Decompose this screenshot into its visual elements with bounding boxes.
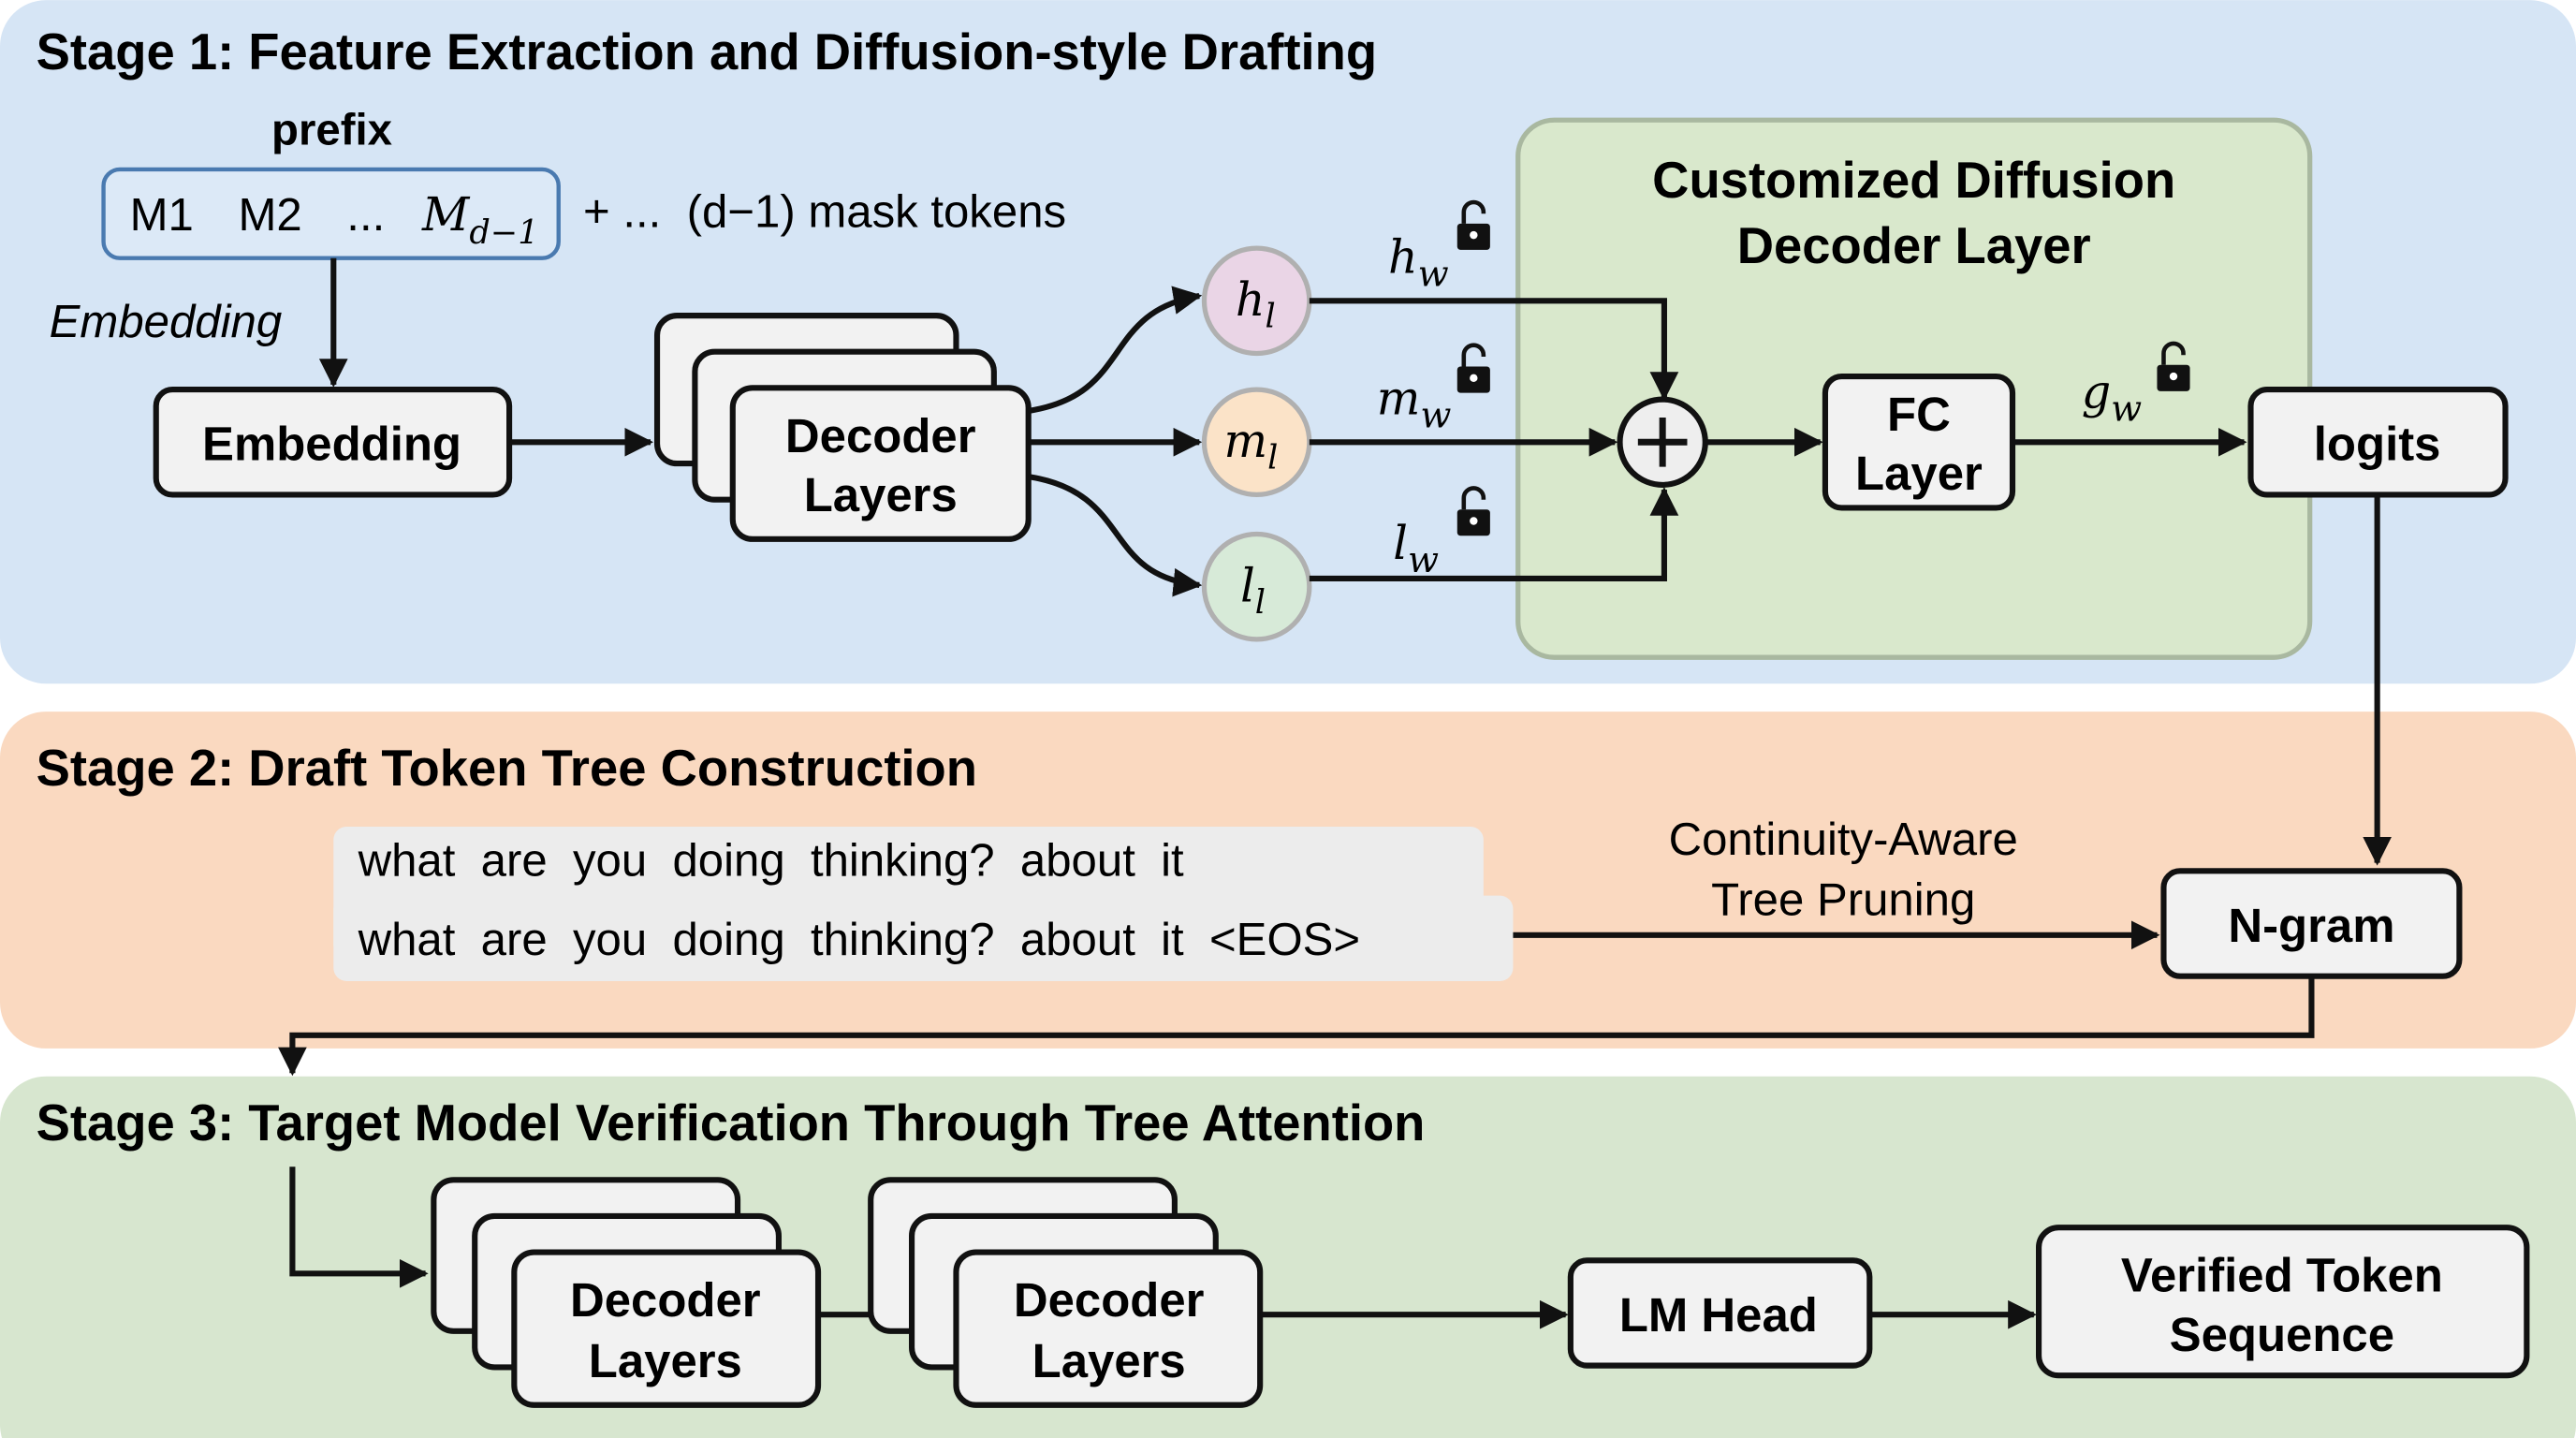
- stage3-decoder-stack-1: Decoder Layers: [431, 1177, 822, 1408]
- svg-text:Decoder: Decoder: [1014, 1273, 1205, 1327]
- svg-text:Decoder: Decoder: [570, 1273, 761, 1327]
- pruning-label-1: Continuity-Aware: [1669, 814, 2018, 865]
- candidate-front-text: what are you doing thinking? about it <E…: [358, 915, 1361, 965]
- fc-label-1: FC: [1887, 388, 1951, 441]
- embedding-box-label: Embedding: [202, 418, 461, 471]
- svg-text:ll: ll: [1240, 559, 1266, 622]
- stage3-title: Stage 3: Target Model Verification Throu…: [37, 1094, 1426, 1152]
- candidate-front-box: [333, 895, 1514, 981]
- svg-text:ml: ml: [1224, 414, 1279, 477]
- candidate-back-text: what are you doing thinking? about it: [358, 836, 1184, 887]
- stage1-decoder-stack: Decoder Layers: [653, 313, 1032, 542]
- weight-m: mw: [1377, 371, 1452, 436]
- ngram-label: N-gram: [2228, 899, 2394, 952]
- prefix-m2: M2: [238, 190, 301, 241]
- stage3-decoder-stack-2: Decoder Layers: [868, 1177, 1264, 1408]
- node-h: hl: [1201, 245, 1312, 357]
- svg-text:Layers: Layers: [589, 1334, 742, 1387]
- svg-text:hl: hl: [1236, 272, 1276, 335]
- svg-text:Layers: Layers: [804, 468, 958, 521]
- weight-g: gw: [2082, 364, 2143, 430]
- stage2-title: Stage 2: Draft Token Tree Construction: [37, 740, 977, 797]
- embedding-label: Embedding: [50, 297, 283, 347]
- embedding-box: [153, 387, 513, 498]
- svg-text:Layers: Layers: [1032, 1334, 1186, 1387]
- node-m: ml: [1201, 387, 1312, 498]
- prefix-last: Md−1: [421, 187, 539, 252]
- pruning-label-2: Tree Pruning: [1711, 875, 1975, 926]
- verified-sequence-box: [2036, 1225, 2530, 1379]
- svg-text:Decoder: Decoder: [785, 409, 976, 462]
- verified-label-2: Sequence: [2170, 1308, 2394, 1361]
- diffusion-title-2: Decoder Layer: [1737, 217, 2091, 274]
- stage1-title: Stage 1: Feature Extraction and Diffusio…: [37, 23, 1378, 81]
- prefix-m1: M1: [130, 190, 194, 241]
- logits-label: logits: [2314, 418, 2441, 471]
- weight-l: lw: [1393, 516, 1439, 581]
- mask-tokens-text: + ... (d−1) mask tokens: [583, 186, 1066, 237]
- weight-h: hw: [1388, 229, 1449, 295]
- prefix-dots: ...: [346, 190, 385, 241]
- sum-node: [1617, 396, 1708, 488]
- diffusion-title-1: Customized Diffusion: [1652, 152, 2175, 209]
- node-l: ll: [1201, 531, 1312, 642]
- prefix-label: prefix: [271, 106, 392, 155]
- verified-label-1: Verified Token: [2121, 1249, 2443, 1302]
- fc-label-2: Layer: [1855, 447, 1983, 500]
- lm-head-label: LM Head: [1619, 1288, 1818, 1342]
